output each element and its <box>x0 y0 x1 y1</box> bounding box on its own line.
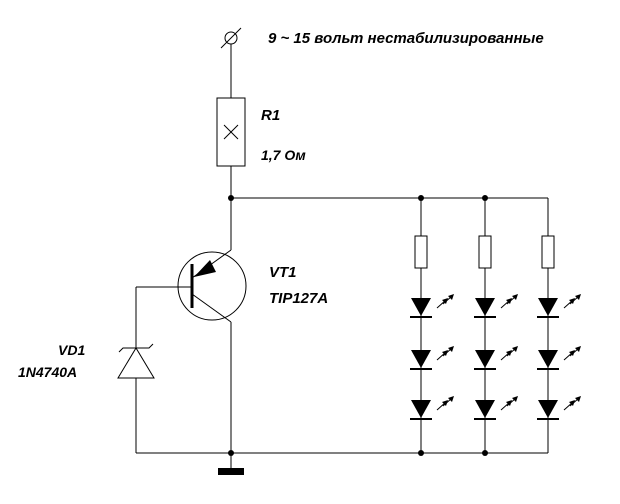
emission-arrowhead <box>575 346 581 352</box>
led <box>537 396 581 420</box>
vt1-ref: VT1 <box>269 264 297 281</box>
emission-arrowhead <box>442 298 448 304</box>
emission-arrowhead <box>442 400 448 406</box>
vd1-ref: VD1 <box>58 342 85 358</box>
led-triangle <box>538 298 558 316</box>
transistor-vt1 <box>136 198 247 453</box>
vd1-part: 1N4740A <box>18 364 77 380</box>
led-triangle <box>411 400 431 418</box>
emission-arrowhead <box>448 294 454 300</box>
r1-ref: R1 <box>261 107 280 124</box>
emission-arrowhead <box>569 400 575 406</box>
string-resistor <box>414 235 428 269</box>
emission-arrowhead <box>506 400 512 406</box>
led <box>474 346 518 370</box>
zener-vd1 <box>117 287 155 453</box>
emission-arrowhead <box>569 350 575 356</box>
led <box>474 294 518 318</box>
led-string-1 <box>410 198 454 453</box>
led-triangle <box>411 298 431 316</box>
emission-arrowhead <box>512 294 518 300</box>
emission-arrowhead <box>506 298 512 304</box>
led <box>410 396 454 420</box>
led-triangle <box>475 400 495 418</box>
led <box>410 346 454 370</box>
emission-arrowhead <box>448 396 454 402</box>
top-bus <box>228 195 548 201</box>
led <box>474 396 518 420</box>
supply-terminal <box>220 27 242 98</box>
emission-arrowhead <box>575 396 581 402</box>
led-triangle <box>411 350 431 368</box>
string-resistor <box>478 235 492 269</box>
emission-arrowhead <box>569 298 575 304</box>
emission-arrowhead <box>512 396 518 402</box>
emission-arrowhead <box>512 346 518 352</box>
emission-arrowhead <box>448 346 454 352</box>
supply-voltage-label: 9 ~ 15 вольт нестабилизированные <box>268 30 544 47</box>
emission-arrowhead <box>575 294 581 300</box>
emission-arrowhead <box>506 350 512 356</box>
led <box>537 346 581 370</box>
led-triangle <box>475 298 495 316</box>
led-triangle <box>475 350 495 368</box>
r1-value: 1,7 Ом <box>261 147 306 163</box>
led-triangle <box>538 350 558 368</box>
led-string-3 <box>537 198 581 453</box>
string-resistor <box>541 235 555 269</box>
ground-bus <box>136 450 548 475</box>
vt1-part: TIP127A <box>269 290 328 307</box>
led <box>537 294 581 318</box>
led <box>410 294 454 318</box>
emission-arrowhead <box>442 350 448 356</box>
resistor-r1 <box>216 97 246 198</box>
led-strings <box>410 198 581 453</box>
led-triangle <box>538 400 558 418</box>
led-string-2 <box>474 198 518 453</box>
